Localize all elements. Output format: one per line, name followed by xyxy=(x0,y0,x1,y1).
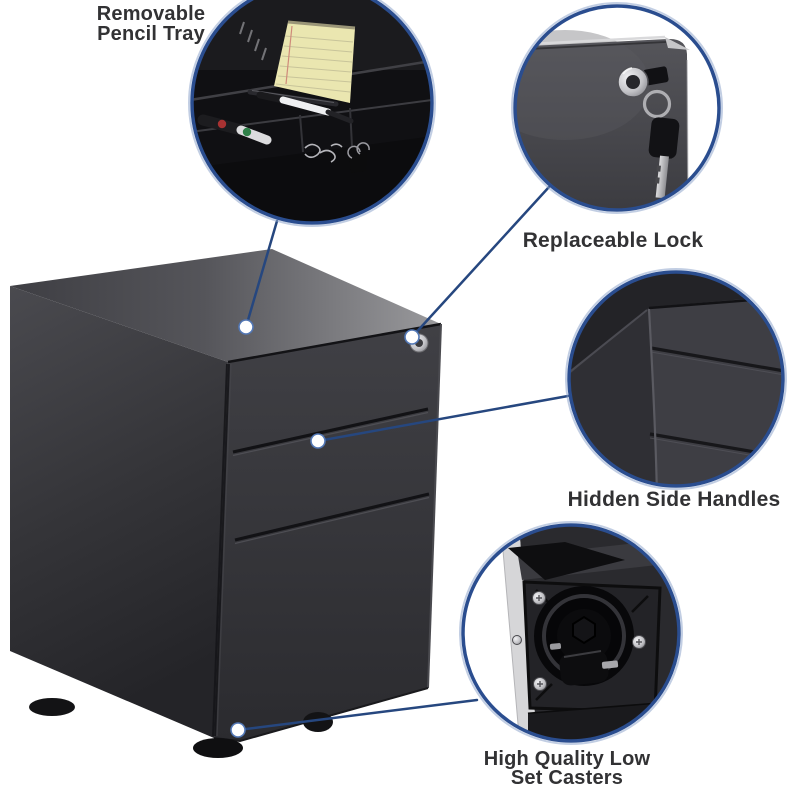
casters-label: High Quality Low Set Casters xyxy=(457,748,677,789)
lock-callout-circle xyxy=(511,2,723,214)
pens xyxy=(247,89,354,124)
circle-border xyxy=(461,523,681,743)
side-handles-leader-line xyxy=(316,394,570,443)
circle-halo xyxy=(565,268,787,490)
mounting-screws xyxy=(512,591,646,691)
circle-border xyxy=(190,0,434,225)
pencil-tray-label: Removable Pencil Tray xyxy=(41,4,261,44)
front-right-edge xyxy=(427,323,442,689)
leader-lines xyxy=(236,185,570,732)
marker xyxy=(197,114,272,145)
low-profile-caster xyxy=(534,586,634,686)
side-handles-point-dot xyxy=(310,433,326,449)
casters-point-dot xyxy=(230,722,246,738)
top-surface-wedge xyxy=(569,272,783,380)
lock-point-dot xyxy=(404,329,420,345)
binder-clip xyxy=(347,142,370,173)
lock-label: Replaceable Lock xyxy=(493,230,733,252)
circle-halo xyxy=(511,2,723,214)
pencil-tray-point-dot xyxy=(238,319,254,335)
cabinet-top-surface xyxy=(10,249,441,362)
casters-label-line2: Set Casters xyxy=(510,767,624,789)
pencil-tray-leader-line xyxy=(244,219,279,329)
leader-dots xyxy=(230,319,420,738)
corner-highlight xyxy=(216,363,232,737)
casters-label-line1: High Quality Low xyxy=(483,748,651,770)
circle-border xyxy=(567,270,785,488)
lock-with-keys xyxy=(617,66,680,199)
hanging-file-hooks xyxy=(239,21,267,61)
rounded-corner-edge xyxy=(647,308,659,486)
key-ring xyxy=(642,89,672,119)
paper-clips xyxy=(304,143,343,163)
pencil-tray-callout-circle xyxy=(188,0,436,227)
side-handles-label-line1: Hidden Side Handles xyxy=(567,488,781,511)
lock-label-line1: Replaceable Lock xyxy=(522,229,704,252)
caster-wheel xyxy=(559,650,609,686)
casters-leader-line xyxy=(236,698,479,732)
cabinet-feet xyxy=(29,698,333,758)
circle-halo xyxy=(188,0,436,227)
caster-callout-circle xyxy=(459,521,683,745)
circle-border xyxy=(513,4,721,212)
legal-pad xyxy=(274,20,356,103)
side-handles-label: Hidden Side Handles xyxy=(549,489,799,511)
circle-halo xyxy=(459,521,683,745)
side-handles-callout-circle xyxy=(565,268,787,490)
cabinet-side-panel xyxy=(10,286,228,738)
key-head xyxy=(648,117,680,159)
front-left-corner-crease xyxy=(212,363,230,737)
cabinet-front-face xyxy=(214,324,441,741)
file-cabinet xyxy=(10,249,442,758)
drawer-dividers xyxy=(232,407,430,545)
front-top-edge xyxy=(227,322,442,364)
pencil-tray-label-line2: Pencil Tray xyxy=(97,23,205,45)
lock-leader-line xyxy=(410,185,551,339)
pencil-tray-label-line1: Removable xyxy=(96,3,206,25)
